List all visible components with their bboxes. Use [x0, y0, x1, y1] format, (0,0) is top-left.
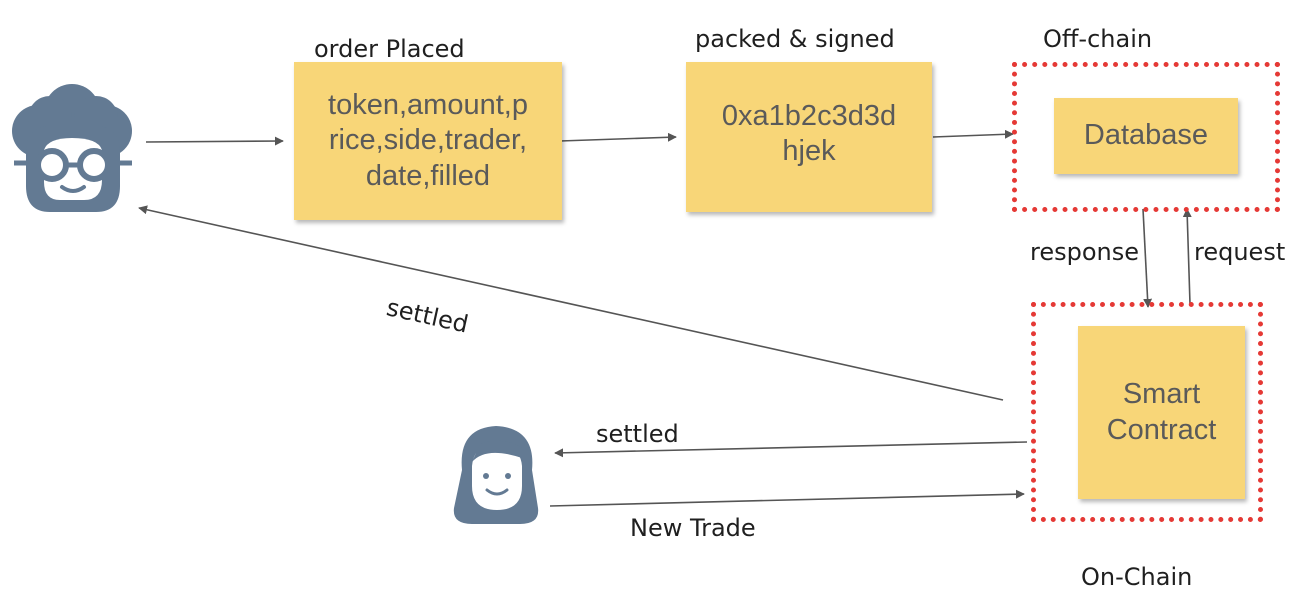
on-chain-label: On-Chain	[1081, 563, 1193, 591]
smart-contract-line: Contract	[1106, 413, 1217, 446]
database-box: Database	[1054, 98, 1238, 174]
signed-hash-line: hjek	[782, 135, 836, 167]
signed-hash-box: 0xa1b2c3d3d hjek	[686, 62, 932, 212]
signed-hash-line: 0xa1b2c3d3d	[721, 99, 897, 132]
woman-icon	[453, 426, 539, 524]
request-label: request	[1194, 238, 1286, 266]
arrow-contract-to-counterparty-settled	[554, 441, 1028, 458]
order-fields-line: token,amount,p	[328, 88, 528, 121]
arrow-trader-to-order	[145, 136, 284, 146]
order-placed-label: order Placed	[314, 35, 465, 63]
arrow-order-to-signed	[559, 132, 677, 142]
settled-label-bottom: settled	[596, 420, 679, 448]
order-fields-line: rice,side,trader,	[328, 124, 528, 157]
order-fields-box: token,amount,p rice,side,trader, date,fi…	[294, 62, 562, 220]
on-chain-boundary	[1031, 302, 1263, 522]
arrow-response	[1142, 208, 1153, 308]
packed-signed-label: packed & signed	[695, 25, 895, 53]
arrow-signed-to-database	[932, 129, 1014, 139]
off-chain-label: Off-chain	[1043, 25, 1153, 53]
man-with-glasses-icon	[12, 84, 132, 212]
arrow-request	[1182, 208, 1192, 305]
new-trade-label: New Trade	[630, 514, 756, 542]
database-label: Database	[1083, 119, 1209, 152]
smart-contract-box: Smart Contract	[1078, 326, 1245, 499]
off-chain-boundary	[1012, 62, 1280, 212]
arrow-contract-to-trader-settled	[138, 205, 1004, 401]
arrow-counterparty-to-contract-new-trade	[549, 489, 1025, 507]
order-fields-line: date,filled	[365, 159, 491, 192]
smart-contract-line: Smart	[1122, 378, 1201, 411]
response-label: response	[1030, 238, 1140, 266]
